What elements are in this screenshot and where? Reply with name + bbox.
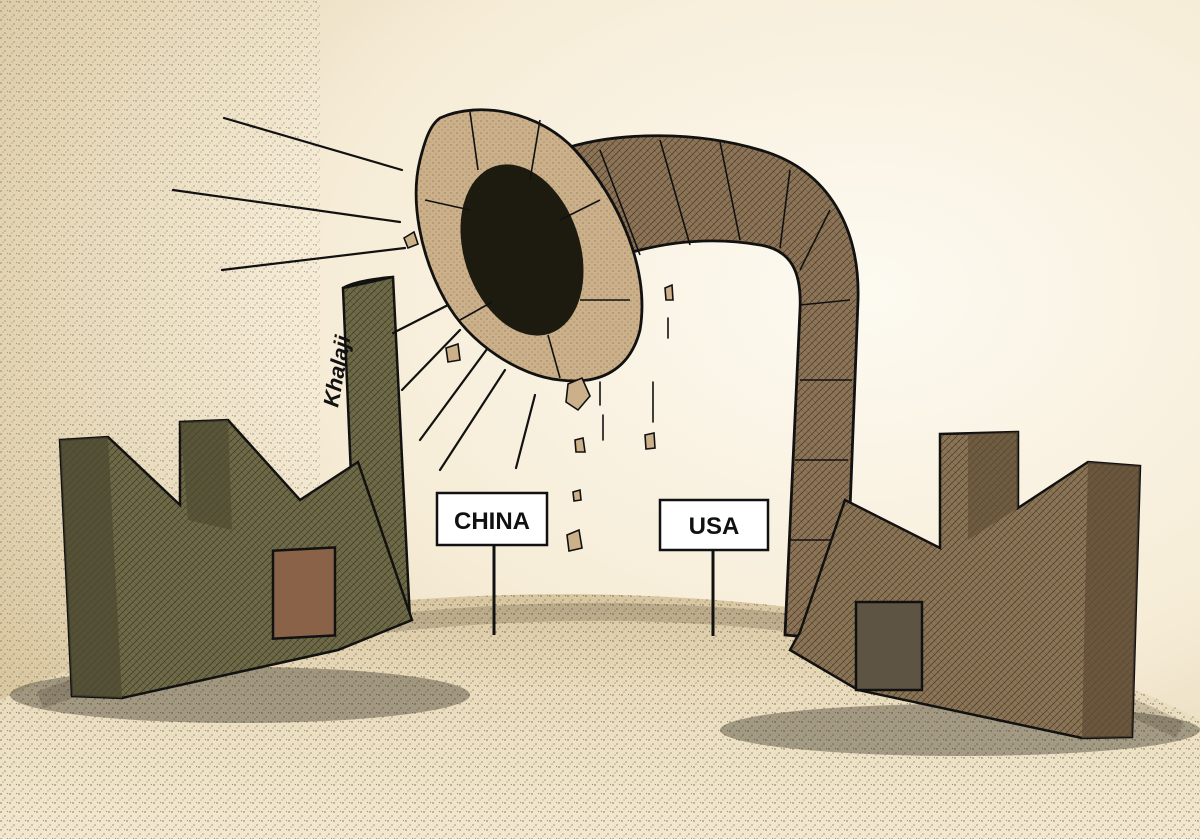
china-sign-board — [435, 491, 549, 547]
sound-lines — [171, 116, 537, 472]
usa-sign-label: USA — [689, 513, 740, 540]
china-factory — [58, 275, 414, 700]
falling-fragments — [403, 230, 674, 552]
usa-factory-door — [854, 600, 924, 692]
usa-sign: USA — [658, 498, 770, 636]
broken-horn — [414, 108, 644, 383]
usa-factory — [788, 430, 1142, 740]
china-factory-door — [271, 546, 337, 641]
usa-sign-board — [658, 498, 770, 552]
china-sign: CHINA — [435, 491, 549, 635]
china-sign-label: CHINA — [454, 508, 530, 535]
fragment-trails — [599, 317, 669, 441]
